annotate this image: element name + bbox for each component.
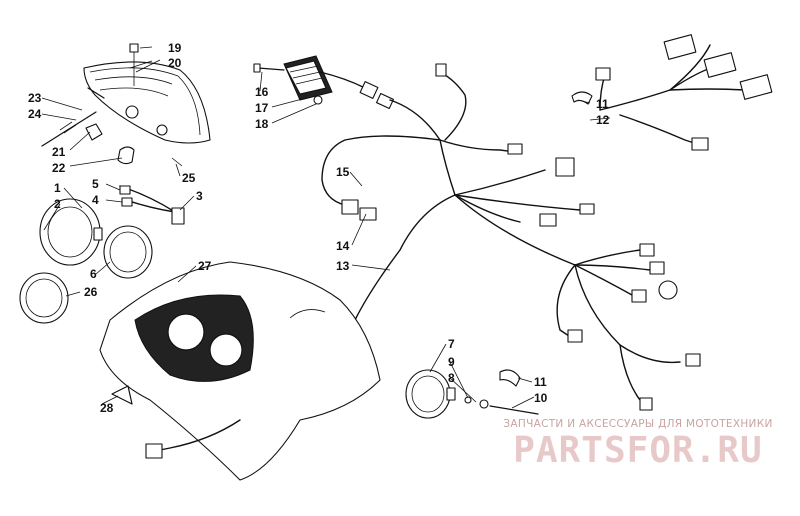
callout-13: 13: [336, 259, 350, 273]
tachometer-assembly: [405, 91, 593, 419]
callout-9: 9: [448, 355, 455, 369]
adjust-screw: [41, 87, 105, 147]
callout-16: 16: [255, 85, 269, 99]
leader-lines: [41, 46, 611, 409]
callout-4: 4: [92, 193, 99, 207]
speedometer-assembly: [19, 185, 185, 324]
callout-21: 21: [52, 145, 66, 159]
callout-20: 20: [168, 56, 182, 70]
callout-2: 2: [54, 197, 61, 211]
callout-8: 8: [448, 371, 455, 385]
sub-harness-12: [595, 34, 773, 151]
callout-14: 14: [336, 239, 350, 253]
callout-6: 6: [90, 267, 97, 281]
callout-11-upper: 11: [596, 97, 609, 111]
callout-12: 12: [596, 113, 610, 127]
watermark: ЗАПЧАСТИ И АКСЕССУАРЫ ДЛЯ МОТОТЕХНИКИ PA…: [488, 418, 788, 470]
instrument-panel: [99, 261, 381, 481]
callout-15: 15: [336, 165, 350, 179]
callout-11-lower: 11: [534, 375, 547, 389]
headlight-assembly: [83, 43, 211, 144]
watermark-logo: PARTSFOR.RU: [513, 430, 763, 471]
headlight-bulb-socket: [85, 123, 183, 167]
callout-18: 18: [255, 117, 269, 131]
callout-1: 1: [54, 181, 61, 195]
callout-3: 3: [196, 189, 203, 203]
callout-23: 23: [28, 91, 42, 105]
callout-28: 28: [100, 401, 114, 415]
callout-10: 10: [534, 391, 548, 405]
callout-24: 24: [28, 107, 42, 121]
callout-25: 25: [182, 171, 196, 185]
callout-5: 5: [92, 177, 99, 191]
voltage-regulator: [253, 55, 395, 110]
watermark-caption: ЗАПЧАСТИ И АКСЕССУАРЫ ДЛЯ МОТОТЕХНИКИ: [503, 418, 773, 430]
callout-7: 7: [448, 337, 455, 351]
callout-17: 17: [255, 101, 269, 115]
callout-19: 19: [168, 41, 182, 55]
main-wiring-harness: [321, 63, 701, 411]
callout-26: 26: [84, 285, 98, 299]
callout-22: 22: [52, 161, 66, 175]
callout-27: 27: [198, 259, 212, 273]
